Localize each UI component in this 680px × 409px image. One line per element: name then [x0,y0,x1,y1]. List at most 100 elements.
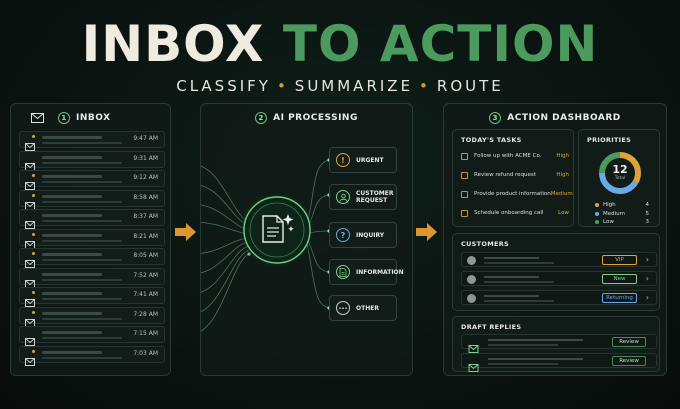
email-row[interactable]: 8:58 AM [19,189,165,210]
email-row[interactable]: 7:41 AM [19,287,165,307]
legend-swatch [595,211,599,216]
flag-icon [32,232,35,236]
email-preview-placeholder [42,337,122,339]
category-customer-request[interactable]: CUSTOMER REQUEST [329,184,397,210]
review-button[interactable]: Review [612,356,646,366]
chevron-right-icon[interactable]: › [645,274,649,283]
customer-row[interactable]: Returning› [461,290,657,305]
email-time: 7:28 AM [133,310,158,318]
email-preview-placeholder [42,298,122,300]
email-time: 7:03 AM [133,349,158,357]
email-row[interactable]: 7:52 AM [19,267,165,288]
arrow-right-icon [416,223,437,241]
legend-swatch [595,220,599,224]
inbox-panel: 1 INBOX 9:47 AM 9:31 AM 9:12 AM 8:58 AM 8:37… [10,103,171,376]
customers-heading: CUSTOMERS [461,240,509,248]
category-inquiry[interactable]: ?INQUIRY [329,222,397,248]
email-row[interactable]: 8:37 AM [19,209,165,229]
email-row[interactable]: 9:12 AM [19,170,165,190]
drafts-heading: DRAFT REPLIES [461,323,522,331]
task-checkbox[interactable] [461,209,468,217]
flag-icon [32,135,35,138]
email-subject-placeholder [42,136,102,139]
customer-row[interactable]: New› [461,271,657,286]
task-priority: Medium [550,191,573,197]
email-preview-placeholder [42,278,122,281]
chevron-right-icon[interactable]: › [645,293,649,302]
email-row[interactable]: 8:21 AM [19,228,165,249]
email-row[interactable]: 8:05 AM [19,248,165,268]
email-subject-placeholder [42,194,102,198]
category-information[interactable]: INFORMATION [329,259,404,285]
donut-slice-medium [599,152,641,194]
task-item[interactable]: Follow up with ACME Co. High [461,150,569,162]
envelope-icon [25,351,35,366]
envelope-icon [25,273,35,288]
customer-detail-placeholder [484,281,554,283]
page-subtitle: CLASSIFY•SUMMARIZE•ROUTE [176,77,504,95]
task-priority: High [556,153,569,159]
category-other[interactable]: ··· OTHER [329,295,397,321]
dashboard-title: ACTION DASHBOARD [507,113,621,123]
category-label: INFORMATION [356,268,404,276]
envelope-icon [31,113,44,123]
email-time: 7:52 AM [133,271,158,279]
email-preview-placeholder [42,161,122,164]
email-row[interactable]: 7:28 AM [19,306,165,327]
donut-slice-low [599,152,641,194]
task-checkbox[interactable] [461,190,468,198]
ellipsis-icon: ··· [336,301,350,315]
review-button[interactable]: Review [612,337,646,347]
email-subject-placeholder [42,214,102,217]
envelope-icon [25,331,35,346]
email-subject-placeholder [42,331,102,334]
legend-value: 5 [645,210,650,217]
email-row[interactable]: 7:03 AM [19,345,165,366]
step-badge: 3 [489,112,502,124]
email-time: 7:41 AM [133,291,158,298]
step-badge: 2 [255,112,268,124]
email-time: 8:05 AM [133,252,158,259]
flag-icon [32,310,35,314]
customer-name-placeholder [484,257,539,259]
task-checkbox[interactable] [461,152,468,160]
document-sparkle-icon [262,214,294,243]
customer-name-placeholder [484,295,539,297]
ai-processing-panel: 2 AI PROCESSING [200,103,413,376]
chevron-right-icon[interactable]: › [645,255,649,264]
task-checkbox[interactable] [461,171,468,179]
draft-row[interactable]: Review [461,334,657,353]
processing-title: AI PROCESSING [273,113,358,123]
task-priority: High [556,172,569,178]
email-row[interactable]: 9:47 AM [19,131,165,151]
email-time: 8:37 AM [133,213,158,220]
task-label: Provide product information [474,191,551,197]
email-preview-placeholder [42,220,122,222]
category-urgent[interactable]: !URGENT [329,147,397,173]
email-time: 9:47 AM [133,135,158,142]
task-priority: Low [558,210,569,216]
email-row[interactable]: 7:15 AM [19,326,165,346]
task-label: Follow up with ACME Co. [474,153,542,159]
draft-row[interactable]: Review [461,353,657,372]
email-subject-placeholder [42,350,102,354]
email-time: 9:31 AM [133,154,158,162]
avatar [467,275,476,284]
draft-subject-placeholder [488,358,583,360]
category-label: URGENT [356,156,384,164]
inbox-header: 1 INBOX [11,107,170,129]
question-icon: ? [336,228,350,242]
legend-value: 3 [645,219,650,225]
email-row[interactable]: 9:31 AM [19,150,165,171]
customer-row[interactable]: VIP› [461,252,657,267]
tasks-heading: TODAY'S TASKS [461,136,522,144]
email-time: 9:12 AM [133,174,158,181]
email-subject-placeholder [42,272,102,276]
category-label: OTHER [356,304,379,312]
